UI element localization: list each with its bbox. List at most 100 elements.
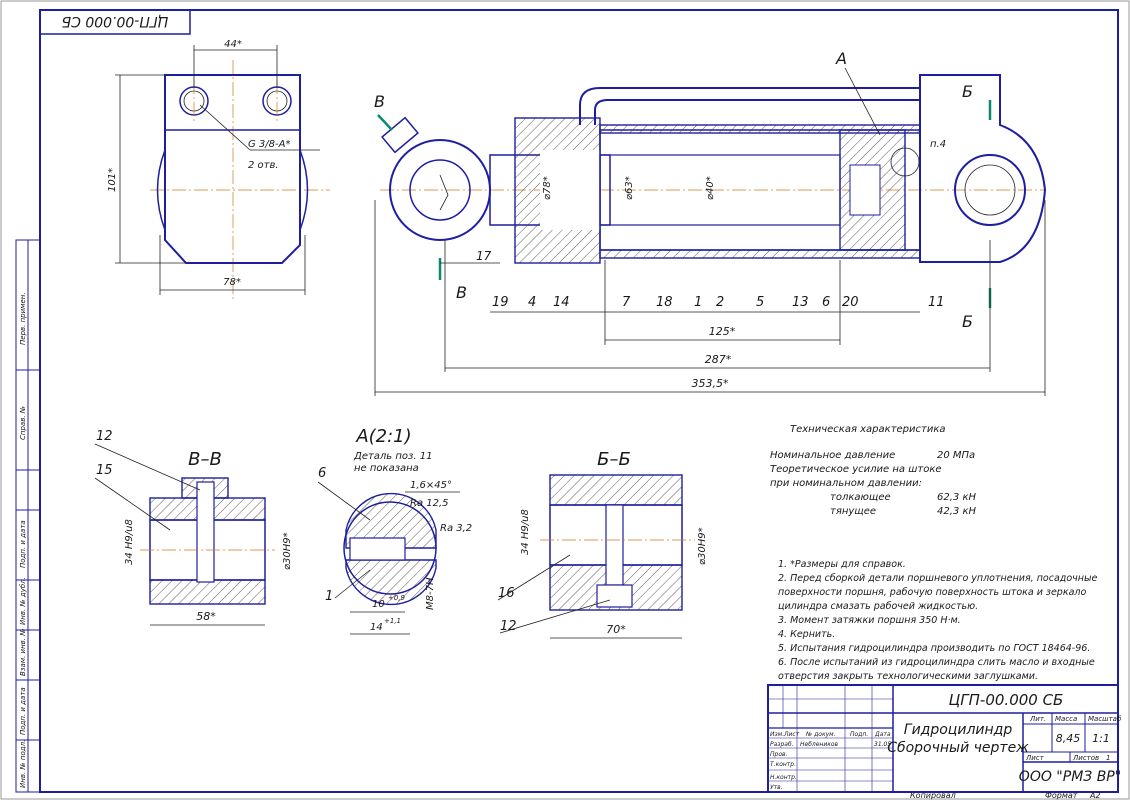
pos-20: 20 xyxy=(842,295,859,310)
tb-scale: 1:1 xyxy=(1092,732,1110,745)
main-view: В В Б Б А п.4 ⌀78* ⌀63* ⌀40* 17 19 4 14 … xyxy=(374,49,1047,396)
bb-dim-h: 34 H9/u8 xyxy=(520,509,531,555)
side-stamp-5: Подп. и дата xyxy=(19,687,27,735)
label-B: В xyxy=(374,92,385,111)
tb-designation: ЦГП-00.000 СБ xyxy=(949,691,1064,709)
side-stamp-column: Перв. примен. Справ. № Подп. и дата Инв.… xyxy=(15,239,41,793)
thread-note-1: G 3/8-A* xyxy=(248,139,290,150)
tech-title: Техническая характеристика xyxy=(790,424,946,435)
tech-row-0-value: 20 МПа xyxy=(937,450,975,461)
note-8: отверстия закрыть технологическими заглу… xyxy=(778,671,1038,682)
note-7: 6. После испытаний из гидроцилиндра слит… xyxy=(778,657,1095,668)
da-tol-14: +1,1 xyxy=(384,617,401,625)
vv-dim-w: 58* xyxy=(196,610,216,623)
top-stamp-text: ЦГП-00.000 СБ xyxy=(61,13,168,29)
side-stamp-6: Инв. № подл. xyxy=(19,740,27,788)
note-p4: п.4 xyxy=(930,139,946,150)
side-stamp-4: Взам. инв. № xyxy=(19,628,27,676)
da-dim-14: 14 xyxy=(370,622,383,633)
vv-pos-12: 12 xyxy=(96,429,113,444)
tb-format: Формат xyxy=(1045,791,1078,800)
da-chamfer: 1,6×45° xyxy=(410,480,452,491)
tb-doc: № докум. xyxy=(805,731,836,738)
pos-18: 18 xyxy=(656,295,673,310)
note-0: 1. *Размеры для справок. xyxy=(778,559,906,570)
tb-name-1: Гидроцилиндр xyxy=(904,722,1013,738)
dim-125: 125* xyxy=(709,325,736,338)
da-dim-10: 10 xyxy=(372,599,385,610)
label-A: А xyxy=(835,49,847,68)
pos-13: 13 xyxy=(792,295,809,310)
bb-dim-d: ⌀30H9* xyxy=(697,527,708,565)
vv-dim-h: 34 H9/u8 xyxy=(124,519,135,565)
detail-a-note-2: не показана xyxy=(354,463,419,474)
detail-a-note-1: Деталь поз. 11 xyxy=(353,451,432,462)
tb-nkontr: Н.контр. xyxy=(770,774,797,781)
pos-4: 4 xyxy=(528,295,536,310)
tb-razrab: Разраб. xyxy=(770,741,794,748)
tb-col-mass: Масса xyxy=(1055,715,1077,723)
pos-17: 17 xyxy=(476,249,492,263)
side-stamp-2: Подп. и дата xyxy=(19,520,27,568)
title-block: Изм. Лист № докум. Подп. Дата Разраб. Не… xyxy=(767,684,1122,800)
tb-prov: Пров. xyxy=(770,751,788,758)
detail-a: А(2:1) Деталь поз. 11 не показана 6 1 1,… xyxy=(317,426,472,635)
tech-row-3-value: 62,3 кН xyxy=(937,492,976,503)
end-dim-top: 44* xyxy=(224,39,242,50)
tb-copied: Копировал xyxy=(910,791,956,800)
dim-353: 353,5* xyxy=(692,377,729,390)
dia-63: ⌀63* xyxy=(624,176,635,200)
pos-6: 6 xyxy=(822,295,830,310)
da-ra2: Ra 3,2 xyxy=(440,523,472,534)
vv-pos-15: 15 xyxy=(96,463,113,478)
side-stamp-1: Справ. № xyxy=(19,406,27,440)
tb-mass: 8,45 xyxy=(1056,732,1081,745)
note-4: 3. Момент затяжки поршня 350 Н·м. xyxy=(778,615,961,626)
pos-5: 5 xyxy=(756,295,764,310)
tech-row-0-label: Номинальное давление xyxy=(770,450,895,461)
tech-row-4-value: 42,3 кН xyxy=(937,506,976,517)
pos-11: 11 xyxy=(928,295,945,310)
pos-2: 2 xyxy=(716,295,724,310)
label-bsec-top: Б xyxy=(962,82,973,101)
note-1: 2. Перед сборкой детали поршневого уплот… xyxy=(778,573,1097,584)
tb-name-2: Сборочный чертеж xyxy=(887,740,1029,756)
tb-company: ООО "РМЗ ВР" xyxy=(1019,769,1121,785)
dia-78: ⌀78* xyxy=(542,176,553,200)
section-vv-title: В–В xyxy=(188,449,222,470)
da-thread: M8-7H xyxy=(425,577,436,610)
tb-sign: Подп. xyxy=(850,731,868,738)
end-dim-height: 101* xyxy=(107,168,118,192)
tb-format-value: А2 xyxy=(1089,791,1101,800)
detail-a-title: А(2:1) xyxy=(355,426,411,447)
dim-287: 287* xyxy=(705,353,732,366)
da-pos-6: 6 xyxy=(318,466,326,481)
tb-list: Лист xyxy=(783,731,800,738)
tb-col-lit: Лит. xyxy=(1029,715,1046,723)
tb-col-scale: Масштаб xyxy=(1088,715,1122,723)
vv-dim-d: ⌀30H9* xyxy=(282,532,293,570)
tb-date-val: 31.05 xyxy=(874,741,891,748)
tb-sheet: Лист xyxy=(1025,754,1045,762)
label-B2: В xyxy=(456,283,467,302)
tech-characteristics: Техническая характеристика Номинальное д… xyxy=(770,424,976,517)
bb-pos-12: 12 xyxy=(500,619,517,634)
note-2: поверхности поршня, рабочую поверхность … xyxy=(778,587,1086,598)
end-dim-width: 78* xyxy=(223,277,241,288)
note-3: цилиндра смазать рабочей жидкостью. xyxy=(778,601,978,612)
end-view: 44* 101* 78* G 3/8-A* 2 отв. xyxy=(107,39,330,300)
pos-1: 1 xyxy=(694,295,702,310)
pos-14: 14 xyxy=(553,295,570,310)
tech-row-1-label: Теоретическое усилие на штоке xyxy=(770,464,942,475)
tb-izm: Изм. xyxy=(770,731,784,738)
tech-row-4-label: тянущее xyxy=(830,506,876,517)
pos-19: 19 xyxy=(492,295,509,310)
tb-razrab-name: Неблеников xyxy=(800,741,839,748)
section-vv: В–В 12 15 34 H9/u8 ⌀30H9* 58* xyxy=(94,429,293,626)
pos-7: 7 xyxy=(622,295,631,310)
tb-tkontr: Т.контр. xyxy=(770,761,796,768)
section-bb-title: Б–Б xyxy=(597,449,631,470)
note-6: 5. Испытания гидроцилиндра производить п… xyxy=(778,643,1090,654)
